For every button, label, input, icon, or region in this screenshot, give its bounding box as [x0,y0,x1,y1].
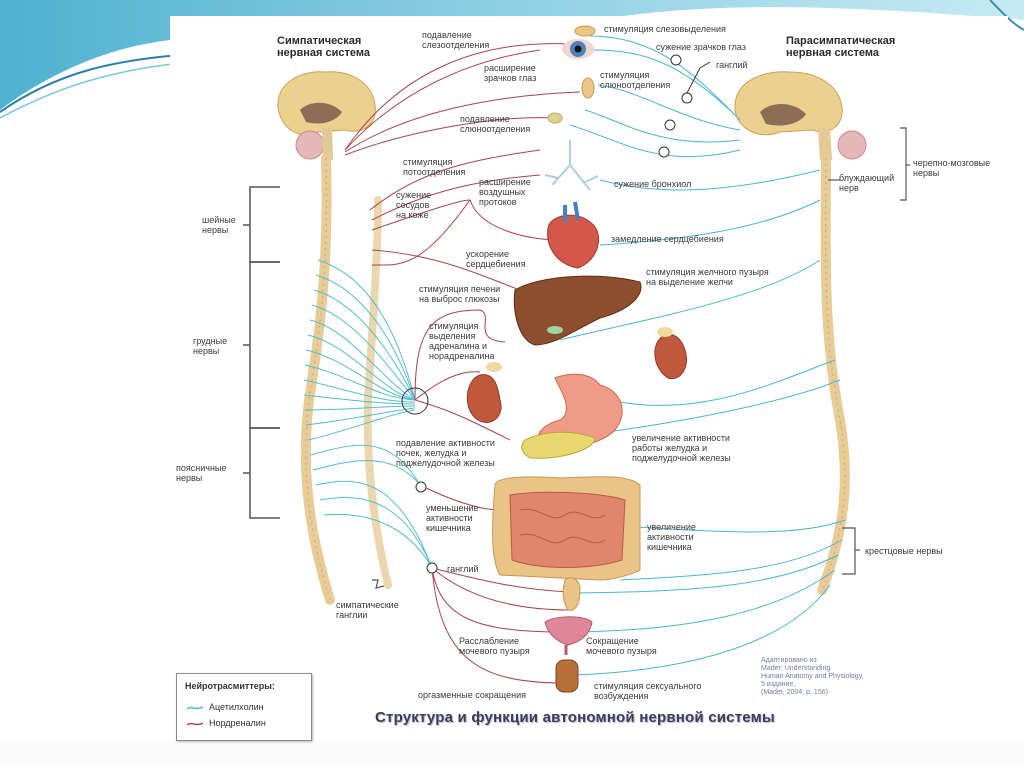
sacral-nerves-label: крестцовые нервы [865,546,943,556]
effect-adrenaline-release: стимуляция выделения адреналина и норадр… [429,321,495,361]
ganglion-label-bottom: ганглий [447,564,479,574]
parasympathetic-brain [734,71,867,160]
organ-lacrimal-gland [574,25,596,37]
organ-salivary-gland [581,77,595,99]
effect-liver-glucose-release: стимуляция печени на выброс глюкозы [419,284,501,304]
effect-skin-vasoconstriction: сужение сосудов на коже [396,190,432,220]
effect-pupil-dilation: расширение зрачков глаз [484,63,537,83]
effect-orgasmic-contractions: оргазменные сокращения [418,690,526,700]
sympathetic-system-title: Симпатическая нервная система [277,35,370,59]
legend-title: Нейротрасмиттеры: [185,681,275,691]
parasympathetic-spinal-cord [817,153,850,595]
organ-heart [547,201,599,269]
organ-bladder [544,616,593,655]
legend-label: Нордреналин [209,718,266,728]
legend-item-acetylcholine: Ацетилхолин [186,702,264,712]
acetylcholine-line-icon [186,705,204,710]
organ-liver [513,275,642,346]
organ-kidney-right [654,327,687,380]
organ-gallbladder [547,326,563,334]
effect-inhibit-kidney-stomach-pancreas: подавление активности почек, желудка и п… [396,438,495,468]
effect-stimulate-sweating: стимуляция потоотделения [403,157,466,177]
vagus-nerve-label: блуждающий нерв [839,173,895,193]
sympathetic-ganglia-chain [363,196,392,589]
lumbar-nerves-label: поясничные нервы [176,463,227,483]
effect-decrease-intestine-activity: уменьшение активности кишечника [426,503,479,533]
parasympathetic-system-title: Парасимпатическая нервная система [786,35,896,59]
parasympathetic-nerve-lines [559,35,846,676]
cranial-nerves-label: черепно-мозговые нервы [913,158,991,178]
organ-intestines [492,476,641,581]
effect-heart-acceleration: ускорение сердцебиения [466,249,526,269]
noradrenaline-line-icon [186,721,204,726]
cervical-nerves-label: шейные нервы [202,215,236,235]
organ-kidney-left [466,362,502,423]
ganglion-label-top: ганглий [716,60,748,70]
ganglion-icon [415,481,427,493]
legend-label: Ацетилхолин [209,702,264,712]
effect-sexual-arousal: стимуляция сексуального возбуждения [594,681,702,701]
effect-airway-dilation: расширение воздушных протоков [479,177,531,207]
effect-bladder-relaxation: Расслабление мочевого пузыря [459,636,530,656]
effect-bladder-contraction: Сокращение мочевого пузыря [586,636,657,656]
sympathetic-ganglia-label: симпатические ганглии [336,600,399,620]
effect-increase-intestine-activity: увеличение активности кишечника [647,522,696,552]
ganglia [401,54,693,574]
effect-increase-stomach-pancreas-activity: увеличение активности работы желудка и п… [632,433,731,463]
effect-gallbladder-stimulation: стимуляция желчного пузыря на выделение … [646,267,769,287]
sympathetic-nerve-lines [344,43,581,684]
source-credit: Адаптировано из Mader: Understanding Hum… [761,657,864,696]
legend: Нейротрасмиттеры: Ацетилхолин Нордренали… [176,673,312,741]
diagram-title: Структура и функции автономной нервной с… [375,709,775,726]
spinal-region-brackets [243,186,280,519]
ganglion-icon [426,562,438,574]
organ-eye [562,39,594,59]
legend-item-noradrenaline: Нордреналин [186,718,266,728]
organ-salivary-gland-small [547,112,563,124]
organ-genitals [555,659,579,693]
ganglion-icon [664,119,676,131]
ganglion-icon [401,387,429,415]
effect-heart-deceleration: замедление сердцебиения [611,234,724,244]
organ-bronchi [544,140,599,191]
organ-rectum [562,577,581,611]
cranial-sacral-brackets [372,127,910,589]
ganglion-icon [681,92,693,104]
ganglion-icon [670,54,682,66]
effect-stimulate-salivation: стимуляция слюноотделения [600,70,671,90]
sympathetic-brain [277,71,376,160]
effect-inhibit-salivation: подавление слюноотделения [460,114,531,134]
effect-inhibit-tear-secretion: подавление слезоотделения [422,30,490,50]
effect-bronchiole-constriction: сужение бронхиол [614,179,692,189]
organ-pancreas [521,431,596,459]
effect-stimulate-tear-secretion: стимуляция слезовыделения [604,24,726,34]
thoracic-nerves-label: грудные нервы [193,336,228,356]
ganglion-icon [658,146,670,158]
effect-pupil-constriction: сужение зрачков глаз [656,42,746,52]
slide-wave-line [0,54,181,113]
